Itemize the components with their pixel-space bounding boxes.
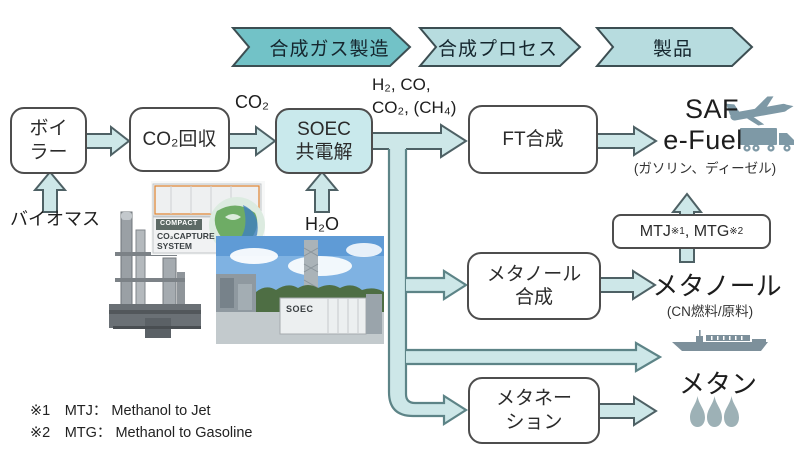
- soec-container-label: SOEC: [286, 304, 314, 314]
- box-methanol-synthesis-line1: メタノール: [486, 263, 582, 285]
- arrow-methanolsynth-to-methanol: [596, 269, 657, 301]
- mtg-label: , MTG: [684, 222, 730, 240]
- capture-title-line2: SYSTEM: [157, 241, 192, 251]
- capture-band-label: COMPACT: [160, 220, 198, 227]
- trunk-pipe-fill: [389, 147, 466, 424]
- box-methanol-synthesis: メタノール 合成: [467, 252, 601, 320]
- arrow-h2o-to-soec: [304, 170, 340, 213]
- banner-process-shape: [417, 27, 582, 67]
- box-soec-coelectrolysis: SOEC 共電解: [275, 108, 373, 174]
- arrow-co2recovery-to-soec: [226, 125, 277, 157]
- box-boiler-line2: ラー: [29, 141, 68, 163]
- arrow-methanation-to-methane: [595, 395, 658, 427]
- label-syngas-line2: CO₂, (CH₄): [372, 98, 457, 117]
- banner-syngas-production: 合成ガス製造: [269, 38, 390, 60]
- banner-products: 製品: [652, 38, 693, 60]
- box-boiler-line1: ボイ: [29, 118, 68, 140]
- arrow-ft-to-saf: [593, 125, 658, 157]
- box-methanation-line2: ション: [505, 411, 563, 433]
- branch-to-methanolsynth-outline: [406, 268, 469, 302]
- label-syngas-line1: H₂, CO,: [372, 75, 431, 94]
- label-h2o: H₂O: [305, 214, 339, 234]
- label-methanol: メタノール: [652, 271, 782, 301]
- box-co2-recovery: CO₂回収: [129, 107, 230, 172]
- photo-soec-container: SOEC: [216, 236, 384, 344]
- arrow-soec-to-ft: [369, 123, 468, 159]
- box-mtj-mtg: MTJ※1, MTG※2: [612, 214, 771, 249]
- airplane-icon: [726, 96, 794, 126]
- banner-product-shape: [594, 27, 754, 67]
- label-saf: SAF: [684, 94, 739, 124]
- label-efuel: e-Fuel: [663, 125, 743, 155]
- box-boiler: ボイ ラー: [10, 107, 87, 174]
- label-methane: メタン: [678, 369, 757, 399]
- footnote-mtj: ※1 MTJ： Methanol to Jet: [30, 403, 211, 419]
- flame-icons: [690, 396, 739, 427]
- branch-to-ship-fill: [406, 343, 660, 371]
- box-methanation-line1: メタネー: [495, 388, 572, 410]
- banner-synthesis-process: 合成プロセス: [437, 38, 558, 60]
- ship-icon: [672, 330, 768, 351]
- label-cn-fuel-feedstock: (CN燃料/原料): [666, 304, 754, 319]
- truck-icon: [740, 128, 794, 152]
- box-methanation: メタネー ション: [468, 377, 600, 444]
- branch-to-ship-outline: [406, 341, 663, 373]
- soec-output-network: [369, 123, 663, 427]
- box-co2-recovery-label: CO₂回収: [142, 128, 217, 150]
- capture-title-line1: CO₂CAPTURE: [157, 231, 215, 241]
- box-soec-line2: 共電解: [295, 142, 353, 163]
- mtj-label: MTJ: [639, 222, 671, 240]
- banner-syngas-shape: [230, 27, 412, 67]
- label-biomass: バイオマス: [10, 209, 100, 229]
- box-ft-synthesis: FT合成: [468, 105, 598, 174]
- box-ft-label: FT合成: [502, 128, 564, 150]
- label-co2: CO₂: [235, 92, 269, 112]
- arrow-biomass-to-boiler: [32, 170, 68, 213]
- label-gasoline-diesel: (ガソリン、ディーゼル): [633, 161, 777, 176]
- footnote-mtg: ※2 MTG： Methanol to Gasoline: [30, 425, 253, 441]
- box-soec-line1: SOEC: [297, 118, 351, 140]
- stage-banner-shapes: [230, 27, 754, 67]
- trunk-pipe-outline: [387, 149, 469, 427]
- box-methanol-synthesis-line2: 合成: [514, 287, 553, 308]
- arrow-boiler-to-co2recovery: [82, 124, 131, 158]
- branch-to-methanolsynth-fill: [406, 271, 466, 299]
